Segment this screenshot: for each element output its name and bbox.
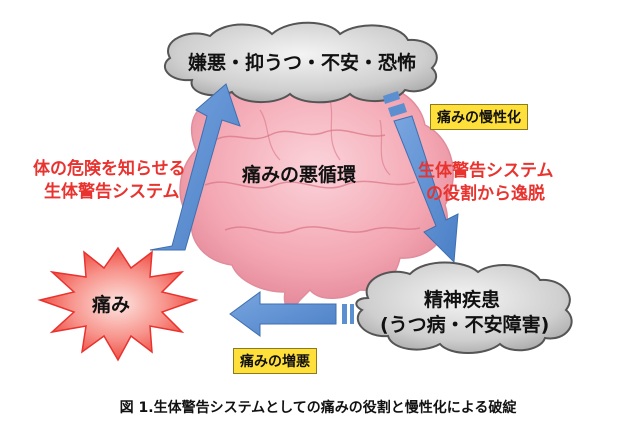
center-cycle-label: 痛みの悪循環: [242, 164, 357, 186]
brain-image: [179, 73, 454, 309]
arrow-cloud-to-disease: [383, 91, 459, 264]
pain-star-label: 痛み: [92, 294, 131, 316]
right-label-line1: 生体警告システム: [418, 161, 554, 181]
arrow-disease-to-star: [229, 291, 354, 337]
worsen-box: 痛みの増悪: [233, 348, 317, 374]
disease-label-line1: 精神疾患: [424, 289, 501, 311]
left-label-line2: 生体警告システム: [44, 182, 180, 202]
figure-caption: 図 1.生体警告システムとしての痛みの役割と慢性化による破綻: [119, 400, 517, 416]
left-label-line1: 体の危険を知らせる: [33, 159, 186, 179]
pain-star: [37, 246, 199, 362]
disease-label-line2: (うつ病・不安障害): [380, 314, 550, 336]
right-label-line2: の役割から逸脱: [426, 184, 545, 204]
top-cloud-label: 嫌悪・抑うつ・不安・恐怖: [188, 52, 417, 74]
arrow-star-to-cloud: [149, 83, 241, 251]
disease-cloud: [355, 261, 573, 354]
top-emotion-cloud: [164, 21, 438, 104]
chronic-box: 痛みの慢性化: [430, 104, 528, 130]
